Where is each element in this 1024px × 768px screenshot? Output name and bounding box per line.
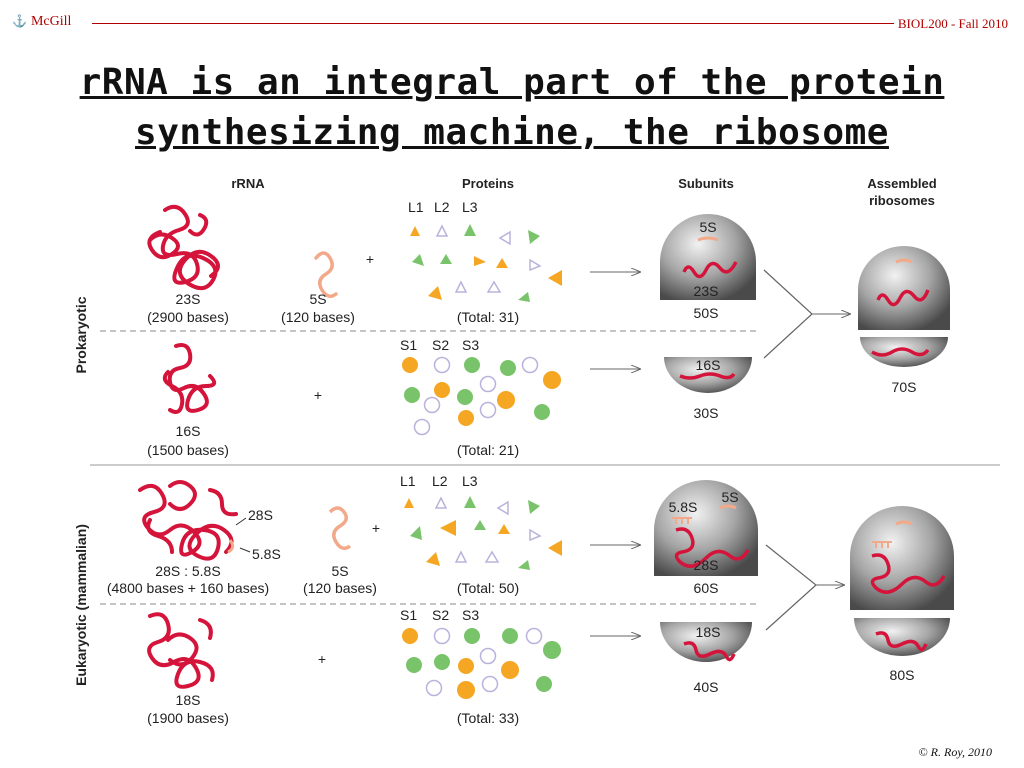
prok-23s-in-subunit: [682, 261, 738, 279]
euk-28s-size: (4800 bases + 160 bases): [107, 580, 269, 596]
merge-lines-prok: [763, 269, 813, 359]
rrna-58s-strand: [227, 539, 235, 554]
prok-assembled-ribosome: [858, 246, 950, 367]
course-label: BIOL200 - Fall 2010: [897, 16, 1008, 31]
protein-label-s2: S2: [432, 337, 449, 353]
prok-5s-size: (120 bases): [281, 309, 355, 325]
euk-small-subunit: [660, 622, 752, 662]
euk-assembled-ribosome: [850, 506, 954, 656]
euk-58s-in-subunit: [672, 517, 692, 524]
rrna-18s-tangle: [147, 612, 215, 689]
prok-small-subunit-16s: 16S: [696, 357, 721, 373]
pointer-28s: [235, 517, 247, 526]
euk-small-subunit-proteins: [402, 627, 561, 699]
prok-assembled-name: 70S: [892, 379, 917, 395]
euk-5s-in-subunit: [719, 504, 737, 510]
title-line-2: synthesizing machine, the ribosome: [135, 112, 889, 153]
title-line-1: rRNA is an integral part of the protein: [79, 62, 945, 103]
euk-28s-in-subunit: [674, 527, 750, 568]
euk-large-subunit-proteins: [404, 496, 562, 570]
euk-18s-size: (1900 bases): [147, 710, 229, 726]
side-label-eukaryotic: Eukaryotic (mammalian): [73, 524, 89, 686]
plus-sign-3: +: [372, 520, 380, 536]
large-subunit-proteins: [410, 224, 562, 302]
header-divider: [92, 23, 894, 24]
euk-large-subunit-58s: 5.8S: [669, 499, 698, 515]
euk-small-total: (Total: 33): [457, 710, 519, 726]
protein-label-l1: L1: [408, 199, 424, 215]
small-subunit-proteins: [402, 356, 561, 436]
merge-lines-euk: [765, 544, 817, 631]
euk-small-subunit-18s: 18S: [696, 624, 721, 640]
euk-protein-label-l1: L1: [400, 473, 416, 489]
euk-5s-name: 5S: [331, 563, 348, 579]
euk-large-subunit-name: 60S: [694, 580, 719, 596]
euk-18s-in-subunit: [683, 641, 736, 662]
euk-5s-size: (120 bases): [303, 580, 377, 596]
euk-5s-strand: [328, 506, 352, 550]
euk-58s-pointer-label: 5.8S: [252, 546, 281, 562]
prok-large-subunit-name: 50S: [694, 305, 719, 321]
euk-small-subunit-name: 40S: [694, 679, 719, 695]
euk-protein-label-s1: S1: [400, 607, 417, 623]
euk-protein-label-l3: L3: [462, 473, 478, 489]
euk-28s-pointer-label: 28S: [248, 507, 273, 523]
protein-label-l3: L3: [462, 199, 478, 215]
col-header-assembled-1: Assembled: [867, 176, 936, 191]
col-header-subunits: Subunits: [678, 176, 734, 191]
euk-protein-label-s2: S2: [432, 607, 449, 623]
protein-label-s1: S1: [400, 337, 417, 353]
prok-small-subunit-name: 30S: [694, 405, 719, 421]
prok-5s-in-subunit: [697, 236, 719, 242]
col-header-rrna: rRNA: [231, 176, 265, 191]
rrna-5s-strand: [314, 251, 338, 298]
logo-text: McGill: [30, 14, 72, 29]
protein-label-s3: S3: [462, 337, 479, 353]
euk-18s-name: 18S: [176, 692, 201, 708]
euk-protein-label-l2: L2: [432, 473, 448, 489]
pointer-58s: [239, 547, 251, 553]
copyright: © R. Roy, 2010: [918, 745, 992, 759]
plus-sign-2: +: [314, 387, 322, 403]
euk-protein-label-s3: S3: [462, 607, 479, 623]
mcgill-logo: ⚓McGill: [12, 14, 71, 30]
protein-label-l2: L2: [434, 199, 450, 215]
slide-title: rRNA is an integral part of the protein …: [40, 58, 984, 158]
crest-icon: ⚓: [12, 14, 27, 28]
prok-16s-in-subunit: [679, 372, 736, 380]
prok-5s-name: 5S: [309, 291, 326, 307]
col-header-proteins: Proteins: [462, 176, 514, 191]
plus-sign: +: [366, 251, 374, 267]
rrna-28s-tangle: [138, 480, 238, 561]
prok-23s-name: 23S: [176, 291, 201, 307]
euk-assembled-name: 80S: [890, 667, 915, 683]
rrna-23s-tangle: [147, 204, 220, 291]
euk-large-total: (Total: 50): [457, 580, 519, 596]
col-header-assembled-2: ribosomes: [869, 193, 935, 208]
rrna-16s-tangle: [162, 343, 217, 414]
euk-large-subunit-5s: 5S: [721, 489, 738, 505]
prok-large-subunit-5s: 5S: [699, 219, 716, 235]
prok-23s-size: (2900 bases): [147, 309, 229, 325]
side-label-prokaryotic: Prokaryotic: [73, 296, 89, 373]
prok-small-total: (Total: 21): [457, 442, 519, 458]
prok-16s-name: 16S: [176, 423, 201, 439]
prok-16s-size: (1500 bases): [147, 442, 229, 458]
prok-large-subunit-23s: 23S: [694, 283, 719, 299]
euk-28s-name: 28S : 5.8S: [155, 563, 220, 579]
euk-large-subunit-28s: 28S: [694, 557, 719, 573]
prok-large-total: (Total: 31): [457, 309, 519, 325]
prok-large-subunit: [660, 214, 756, 300]
plus-sign-4: +: [318, 651, 326, 667]
